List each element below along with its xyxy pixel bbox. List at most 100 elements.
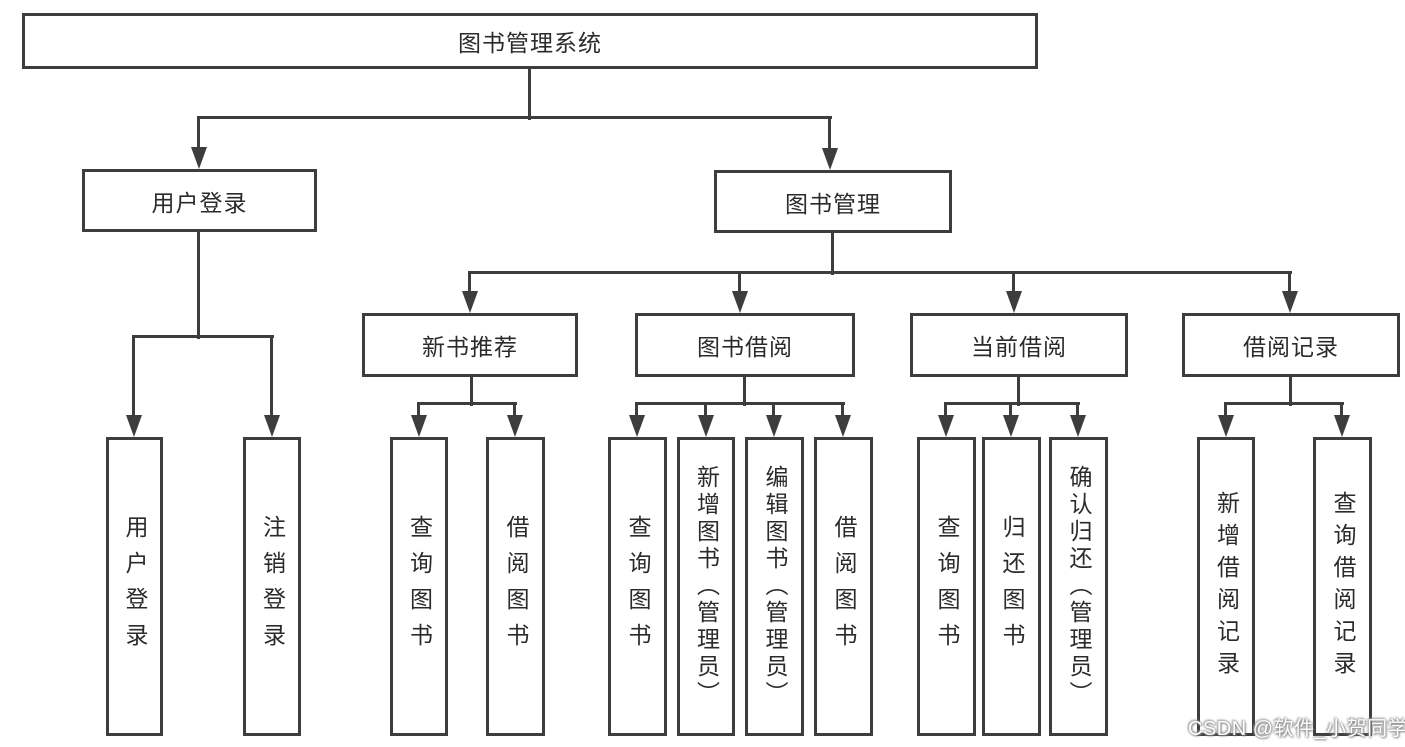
leaf-br-query-record-label: 查询借阅记录	[1330, 490, 1356, 683]
arrow-stem	[132, 336, 135, 417]
arrow-to-current-borrow	[1006, 272, 1022, 313]
arrow-stem	[1076, 403, 1079, 417]
connector-nbr-split	[417, 402, 517, 405]
leaf-logout: 注销登录	[243, 437, 301, 736]
leaf-bb-query-books-label: 查询图书	[625, 514, 651, 659]
arrowhead-icon	[938, 415, 954, 437]
leaf-br-query-record: 查询借阅记录	[1313, 437, 1372, 736]
leaf-bb-borrow-books-label: 借阅图书	[831, 514, 857, 659]
arrowhead-icon	[629, 415, 645, 437]
arrow-to-bb-borrow	[835, 403, 851, 437]
arrowhead-icon	[264, 415, 280, 437]
arrow-to-cb-query	[938, 403, 954, 437]
arrow-to-cb-confirm	[1070, 403, 1086, 437]
node-book-management: 图书管理	[714, 170, 952, 233]
connector-nbr-stem	[470, 377, 473, 406]
arrowhead-icon	[698, 415, 714, 437]
connector-br-stem	[1289, 377, 1292, 406]
arrow-to-br-add	[1218, 403, 1234, 437]
leaf-bb-edit-books-label: 编辑图书（管理员）	[762, 465, 788, 708]
arrow-stem	[1340, 403, 1343, 417]
node-current-borrow: 当前借阅	[910, 313, 1128, 377]
arrow-stem	[1288, 272, 1291, 293]
node-borrow-records-label: 借阅记录	[1243, 334, 1339, 360]
connector-bb-split	[635, 402, 845, 405]
arrow-to-bb-add	[698, 403, 714, 437]
arrow-to-leaf-logout	[264, 336, 280, 437]
connector-br-split	[1224, 402, 1344, 405]
arrowhead-icon	[126, 415, 142, 437]
connector-bb-stem	[743, 377, 746, 406]
arrow-stem	[841, 403, 844, 417]
leaf-bb-edit-books: 编辑图书（管理员）	[745, 437, 804, 736]
leaf-nbr-query-books-label: 查询图书	[406, 514, 433, 659]
leaf-nbr-query-books: 查询图书	[390, 437, 448, 736]
leaf-user-login: 用户登录	[106, 437, 163, 736]
arrowhead-icon	[1282, 291, 1298, 313]
arrow-to-nbr-query	[411, 403, 427, 437]
node-user-login-label: 用户登录	[151, 189, 248, 216]
connector-root-stem	[528, 69, 531, 120]
arrow-to-leaf-user-login	[126, 336, 142, 437]
arrow-stem	[1009, 403, 1012, 417]
arrow-stem	[270, 336, 273, 417]
leaf-cb-return-books: 归还图书	[982, 437, 1041, 736]
arrow-to-bb-query	[629, 403, 645, 437]
connector-book-mgmt-stem	[831, 233, 834, 275]
leaf-logout-label: 注销登录	[259, 514, 286, 659]
connector-user-login-stem	[197, 231, 200, 339]
csdn-watermark: CSDN @软件_小贺同学	[1188, 718, 1405, 740]
arrowhead-icon	[507, 415, 523, 437]
arrow-to-book-borrow	[732, 272, 748, 313]
node-user-login: 用户登录	[82, 169, 317, 232]
arrow-stem	[417, 403, 420, 417]
arrow-stem	[772, 403, 775, 417]
leaf-cb-confirm-return-label: 确认归还（管理员）	[1066, 465, 1092, 708]
node-library-system-label: 图书管理系统	[458, 30, 602, 56]
leaf-bb-add-books: 新增图书（管理员）	[677, 437, 735, 736]
leaf-bb-add-books-label: 新增图书（管理员）	[693, 465, 720, 708]
arrow-to-nbr-borrow	[507, 403, 523, 437]
node-current-borrow-label: 当前借阅	[971, 334, 1067, 360]
leaf-bb-borrow-books: 借阅图书	[814, 437, 873, 736]
arrow-to-br-query	[1334, 403, 1350, 437]
node-library-system: 图书管理系统	[22, 13, 1038, 69]
connector-user-login-split	[132, 335, 274, 338]
leaf-br-add-record-label: 新增借阅记录	[1213, 490, 1240, 683]
leaf-nbr-borrow-books-label: 借阅图书	[503, 514, 529, 659]
arrowhead-icon	[1070, 415, 1086, 437]
arrow-stem	[635, 403, 638, 417]
arrow-stem	[704, 403, 707, 417]
leaf-br-add-record: 新增借阅记录	[1197, 437, 1255, 736]
arrowhead-icon	[462, 291, 478, 313]
connector-cb-stem	[1017, 377, 1020, 406]
arrow-stem	[828, 117, 831, 150]
arrow-to-new-book-recommend	[462, 272, 478, 313]
arrowhead-icon	[411, 415, 427, 437]
arrow-stem	[513, 403, 516, 417]
arrow-stem	[468, 272, 471, 293]
connector-book-mgmt-split	[468, 271, 1292, 274]
leaf-cb-query-books: 查询图书	[917, 437, 976, 736]
leaf-bb-query-books: 查询图书	[608, 437, 667, 736]
leaf-cb-return-books-label: 归还图书	[999, 514, 1025, 659]
node-book-borrow: 图书借阅	[635, 313, 855, 377]
node-book-management-label: 图书管理	[785, 190, 881, 217]
node-new-book-recommend-label: 新书推荐	[422, 334, 518, 360]
arrowhead-icon	[822, 148, 838, 170]
arrowhead-icon	[732, 291, 748, 313]
node-new-book-recommend: 新书推荐	[362, 313, 578, 377]
arrow-to-book-management	[822, 117, 838, 170]
node-book-borrow-label: 图书借阅	[697, 334, 793, 360]
leaf-nbr-borrow-books: 借阅图书	[486, 437, 545, 736]
arrow-stem	[1012, 272, 1015, 293]
arrowhead-icon	[1003, 415, 1019, 437]
arrow-to-cb-return	[1003, 403, 1019, 437]
leaf-user-login-label: 用户登录	[122, 514, 148, 659]
arrow-stem	[197, 117, 200, 149]
arrowhead-icon	[1006, 291, 1022, 313]
arrowhead-icon	[835, 415, 851, 437]
arrow-to-borrow-records	[1282, 272, 1298, 313]
arrow-stem	[738, 272, 741, 293]
